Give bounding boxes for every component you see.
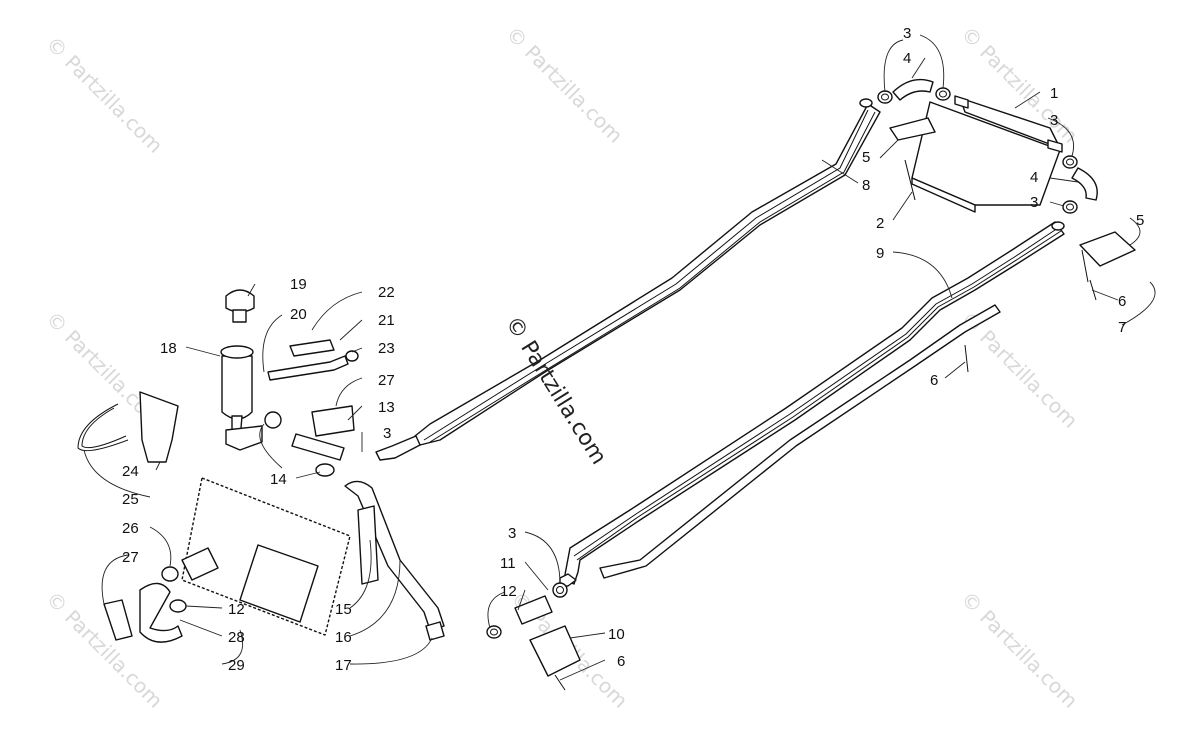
callout-number: 23 (378, 340, 395, 357)
callout-number: 26 (122, 520, 139, 537)
callout-number: 27 (378, 372, 395, 389)
callout-number: 29 (228, 657, 245, 674)
callout-number: 5 (1136, 212, 1144, 229)
callout-number: 4 (903, 50, 911, 67)
small-hoses (264, 339, 359, 461)
callout-number: 25 (122, 491, 139, 508)
callout-numbers: 3 4 1 3 5 4 8 3 2 5 9 6 7 6 3 11 12 10 6… (122, 25, 1144, 674)
callout-number: 11 (500, 555, 516, 572)
callout-number: 20 (290, 306, 307, 323)
rear-heat-exchanger (911, 95, 1063, 213)
callout-number: 5 (862, 149, 870, 166)
coolant-reservoir (220, 289, 263, 451)
heat-exchanger-tube-lower (559, 221, 1065, 587)
callout-number: 15 (335, 601, 352, 618)
callout-number: 3 (903, 25, 911, 42)
callout-number: 1 (1050, 85, 1058, 102)
callout-number: 21 (378, 312, 395, 329)
callout-number: 4 (1030, 169, 1038, 186)
watermark-text: © Partzilla.com (956, 587, 1082, 713)
heat-exchanger-tube-upper (375, 98, 881, 461)
callout-number: 8 (862, 177, 870, 194)
mounting-brackets (529, 117, 1136, 677)
callout-number: 12 (500, 583, 517, 600)
rivets (554, 159, 1097, 691)
callout-number: 2 (876, 215, 884, 232)
callout-number: 6 (930, 372, 938, 389)
callout-number: 27 (122, 549, 139, 566)
callout-number: 7 (1118, 319, 1126, 336)
main-hose-assembly (315, 463, 445, 641)
callout-number: 6 (1118, 293, 1126, 310)
callout-number: 22 (378, 284, 395, 301)
callout-number: 12 (228, 601, 245, 618)
lower-left-fittings (103, 547, 219, 643)
callout-number: 6 (617, 653, 625, 670)
callout-number: 3 (383, 425, 391, 442)
callout-number: 9 (876, 245, 884, 262)
radiator-panel (181, 477, 351, 636)
callout-number: 14 (270, 471, 287, 488)
callout-number: 24 (122, 463, 139, 480)
watermark-text: © Partzilla.com (41, 32, 167, 158)
lower-hose-fittings (486, 582, 568, 639)
hose-clamps-upper (877, 87, 1078, 214)
callout-number: 17 (335, 657, 352, 674)
callout-number: 19 (290, 276, 307, 293)
leader-lines (83, 34, 1156, 681)
callout-number: 3 (1030, 194, 1038, 211)
callout-number: 10 (608, 626, 625, 643)
callout-number: 3 (508, 525, 516, 542)
reservoir-bracket (77, 391, 179, 463)
callout-number: 18 (160, 340, 177, 357)
callout-number: 13 (378, 399, 395, 416)
callout-number: 28 (228, 629, 245, 646)
callout-number: 16 (335, 629, 352, 646)
callout-number: 3 (1050, 112, 1058, 129)
watermark-text: © Partzilla.com (501, 22, 627, 148)
